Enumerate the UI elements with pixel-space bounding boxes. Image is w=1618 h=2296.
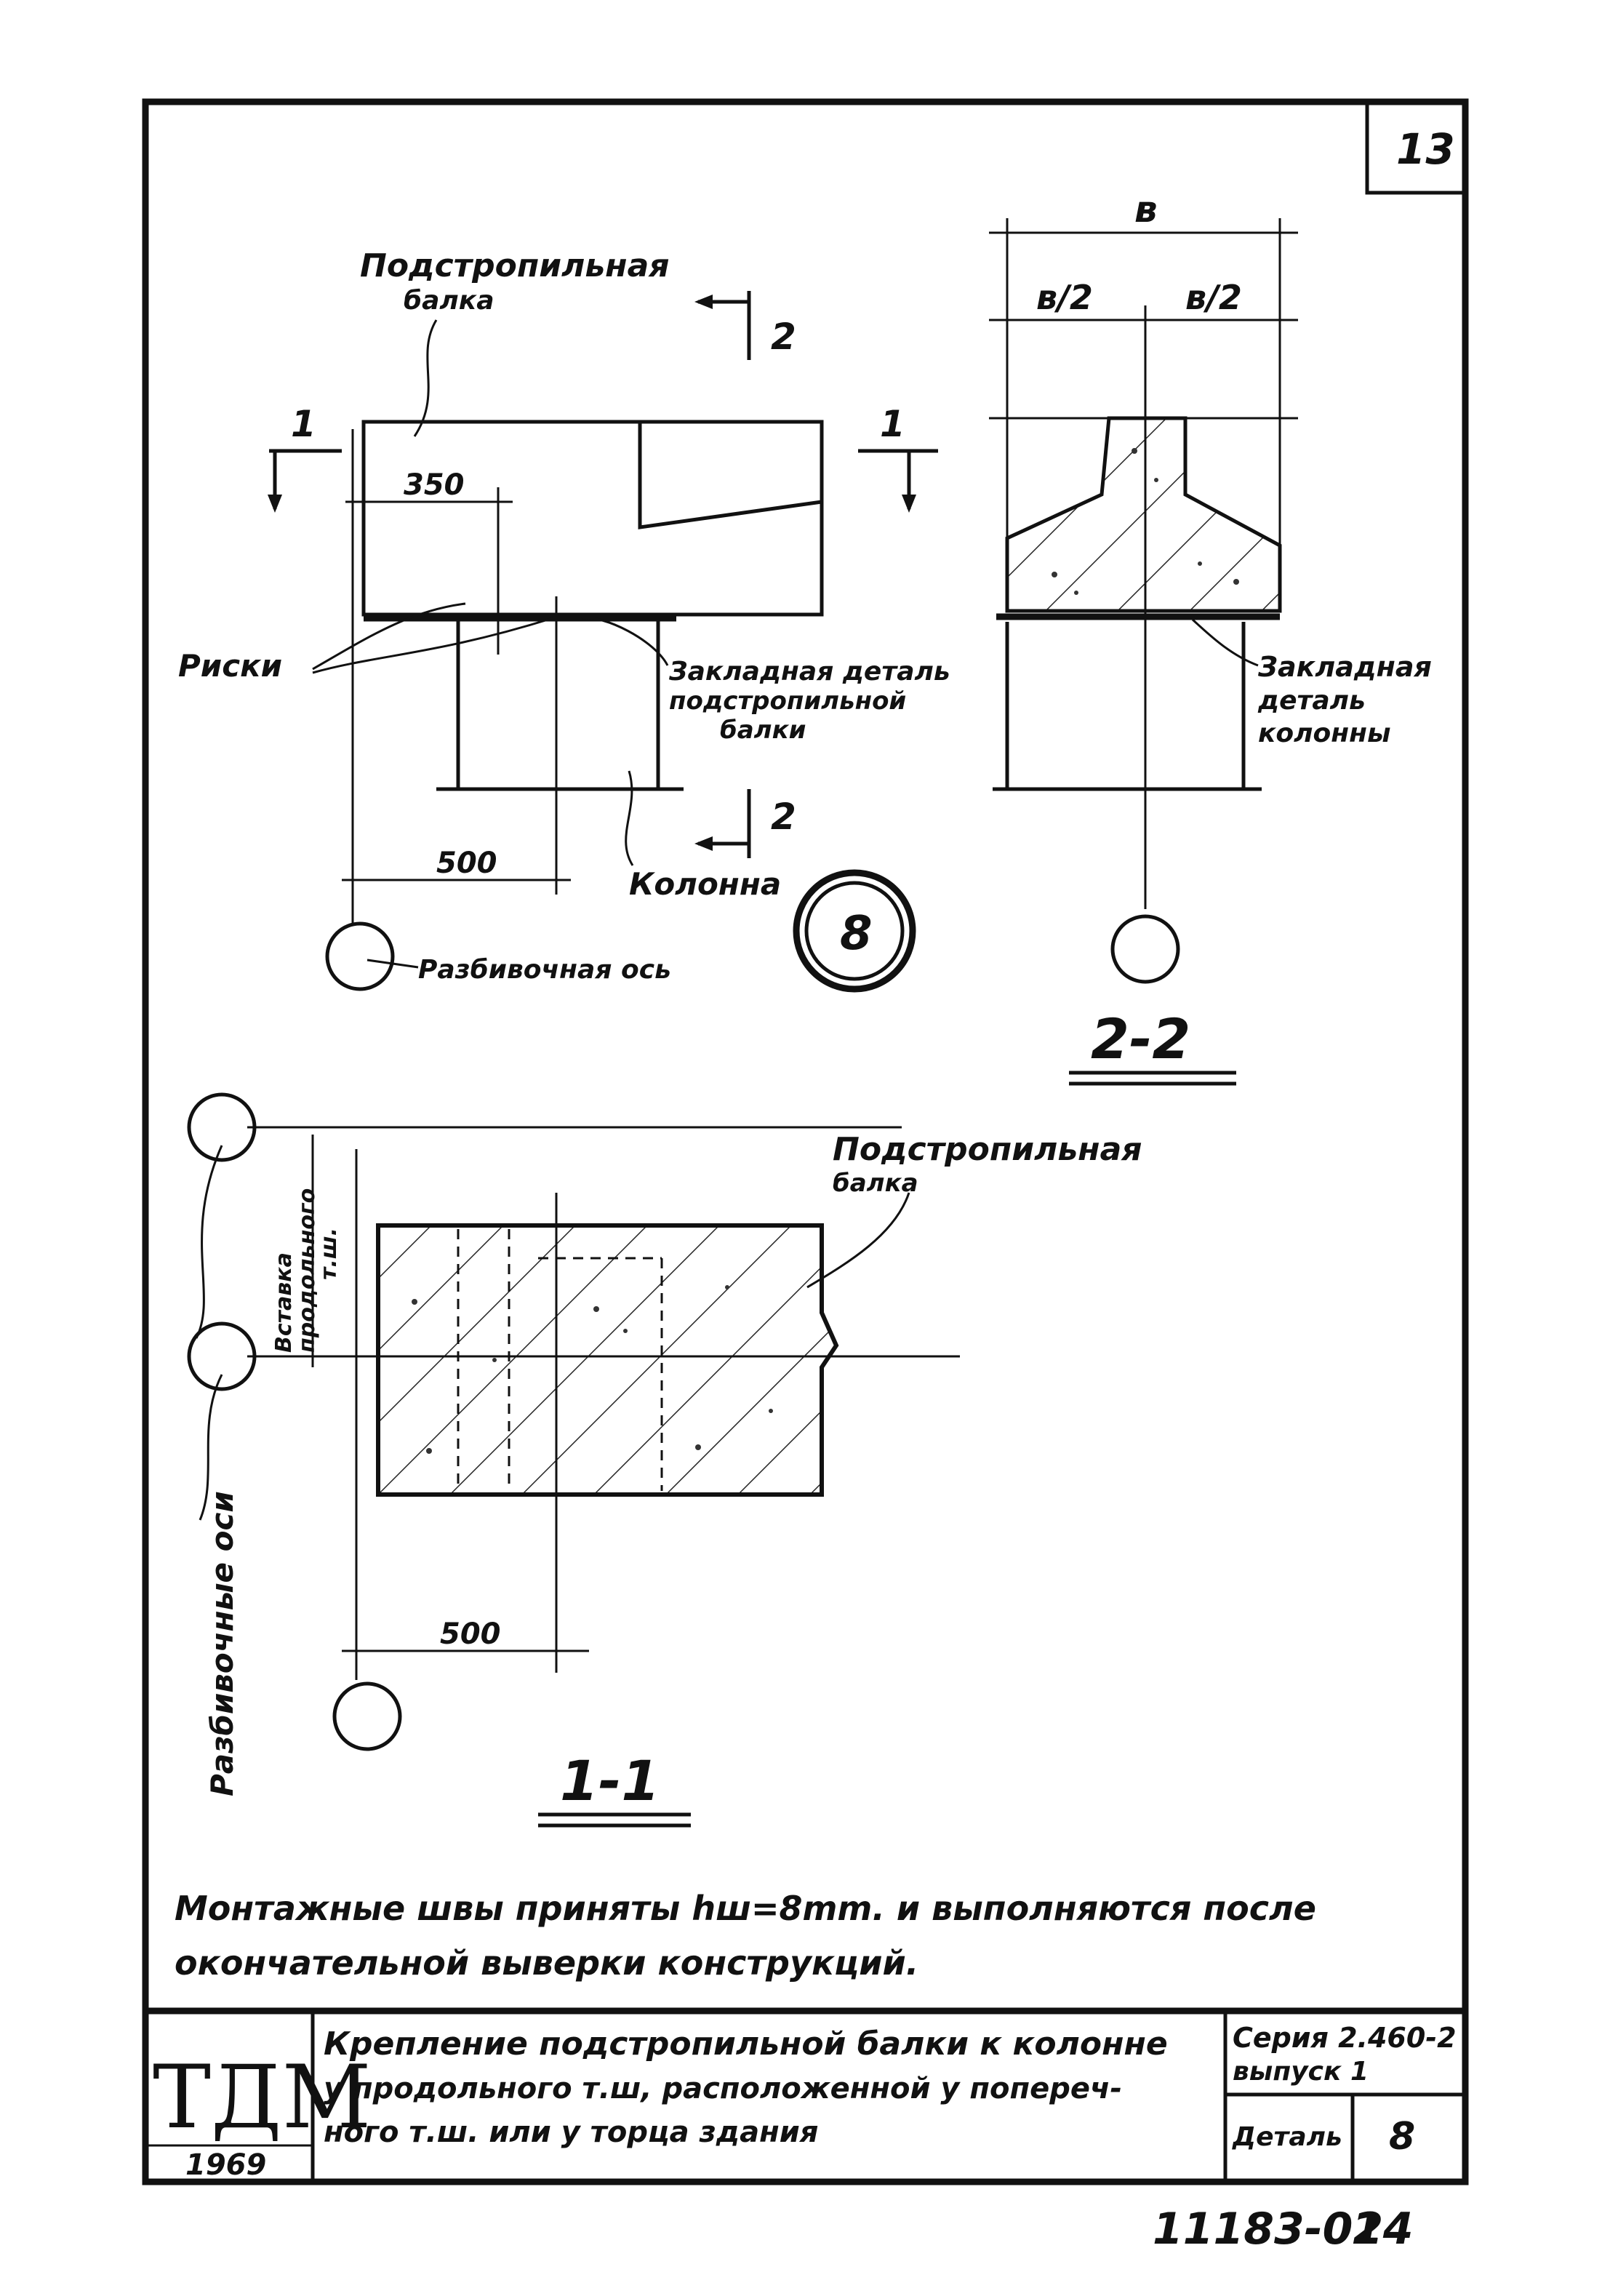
title-block-series-2: выпуск 1	[1233, 2057, 1369, 2087]
section-1-1-axis-circle-bottom	[332, 1681, 402, 1751]
embed-col-leader	[1191, 618, 1259, 667]
section-2-2-stipple	[1052, 448, 1239, 595]
embed-beam-label-3: балки	[720, 716, 806, 745]
detail-circle-number: 8	[840, 907, 873, 961]
elevation-view: 350 500 Разбивочная ось 1 1 2 2 Подстроп…	[178, 247, 950, 993]
elevation-axis-circle	[325, 921, 395, 991]
section-1-1-beam-leader	[806, 1192, 910, 1289]
insert-label-2: продольного	[295, 1188, 320, 1353]
page-number-box	[1365, 100, 1467, 195]
bottom-page: 14	[1353, 2204, 1414, 2255]
embed-beam-label-2: подстропильной	[669, 687, 906, 716]
section-1-1: 500 Подстропильная балка Вставка продоль…	[187, 1092, 1142, 1828]
note-line-2: окончательной выверки конструкций.	[175, 1943, 918, 1983]
section-2-bottom-mark: 2	[771, 796, 796, 838]
column-leader	[625, 770, 634, 866]
section-2-top-mark: 2	[771, 316, 796, 358]
axis-label: Разбивочная ось	[418, 955, 671, 985]
bottom-code: 11183-02	[1153, 2204, 1383, 2255]
detail-circle-inner	[804, 881, 905, 981]
dim-b-half-right: в/2	[1185, 278, 1242, 317]
elevation-beam-step	[638, 422, 822, 529]
column-label: Колонна	[629, 866, 781, 902]
section-2-2: в в/2 в/2 Закладная деталь колонны 2-2	[989, 188, 1432, 1086]
section-1-1-beam	[376, 1223, 839, 1497]
section-1-1-stipple	[412, 1285, 773, 1454]
embed-beam-label-1: Закладная деталь	[668, 657, 950, 687]
dim-350-text: 350	[404, 468, 465, 502]
section-1-right-mark: 1	[880, 403, 905, 445]
embed-beam-leader	[581, 617, 669, 666]
axes-label: Разбивочные оси	[204, 1491, 240, 1796]
title-block-detail-number: 8	[1389, 2115, 1415, 2159]
dim-b-text: в	[1134, 188, 1158, 231]
section-1-1-title: 1-1	[560, 1748, 660, 1813]
riski-leader-2	[312, 617, 553, 674]
riski-label: Риски	[178, 648, 282, 684]
section-1-1-beam-label-2: балка	[833, 1169, 918, 1198]
beam-label-leader	[413, 319, 438, 437]
axes-leader	[195, 1145, 223, 1521]
title-block-year: 1969	[185, 2148, 266, 2182]
elevation-beam-label-1: Подстропильная	[360, 247, 670, 284]
page-number: 13	[1396, 124, 1455, 174]
elevation-beam-outline	[361, 420, 824, 617]
section-2-2-axis-circle	[1110, 914, 1180, 984]
dim-500-text: 500	[436, 847, 497, 880]
title-block-series-1: Серия 2.460-2	[1233, 2022, 1457, 2054]
section-1-left-mark: 1	[291, 403, 316, 445]
title-block-detail-label: Деталь	[1232, 2122, 1342, 2152]
embed-col-label-3: колонны	[1258, 719, 1391, 748]
detail-circle	[793, 869, 916, 993]
embed-col-label-1: Закладная	[1257, 651, 1432, 683]
section-2-2-title: 2-2	[1091, 1007, 1190, 1071]
title-block-title-3: ного т.ш. или у торца здания	[324, 2116, 818, 2149]
section-1-1-beam-label-1: Подстропильная	[833, 1131, 1142, 1168]
insert-label-1: Вставка	[271, 1252, 297, 1353]
note-line-1: Монтажные швы приняты hш=8mm. и выполняю…	[175, 1889, 1316, 1928]
section-1-1-dim-500-text: 500	[440, 1617, 501, 1651]
sheet-frame	[142, 98, 1469, 2185]
title-block-title-2: у продольного т.ш, расположенной у попер…	[324, 2072, 1122, 2105]
axis-leader	[367, 959, 419, 969]
section-1-1-axis-circle-top	[187, 1092, 257, 1162]
title-block-title-1: Крепление подстропильной балки к колонне	[324, 2025, 1168, 2063]
section-1-right-arrowhead	[902, 495, 916, 513]
title-block: ТДМ 1969 Крепление подстропильной балки …	[145, 2007, 1465, 2182]
section-1-1-axis-circle-mid	[187, 1321, 257, 1391]
embed-col-label-2: деталь	[1257, 686, 1366, 716]
section-2-bottom-arrowhead	[694, 836, 713, 851]
insert-label-3: т.ш.	[316, 1228, 342, 1280]
section-1-left-arrowhead	[268, 495, 282, 513]
section-2-2-column	[993, 622, 1262, 791]
elevation-beam-label-2: балка	[404, 286, 494, 316]
section-2-2-beam	[1005, 416, 1282, 613]
dim-b-half-left: в/2	[1036, 278, 1093, 317]
section-2-top-arrowhead	[694, 295, 713, 309]
title-block-logo: ТДМ	[153, 2047, 371, 2148]
riski-leader-1	[312, 602, 466, 671]
